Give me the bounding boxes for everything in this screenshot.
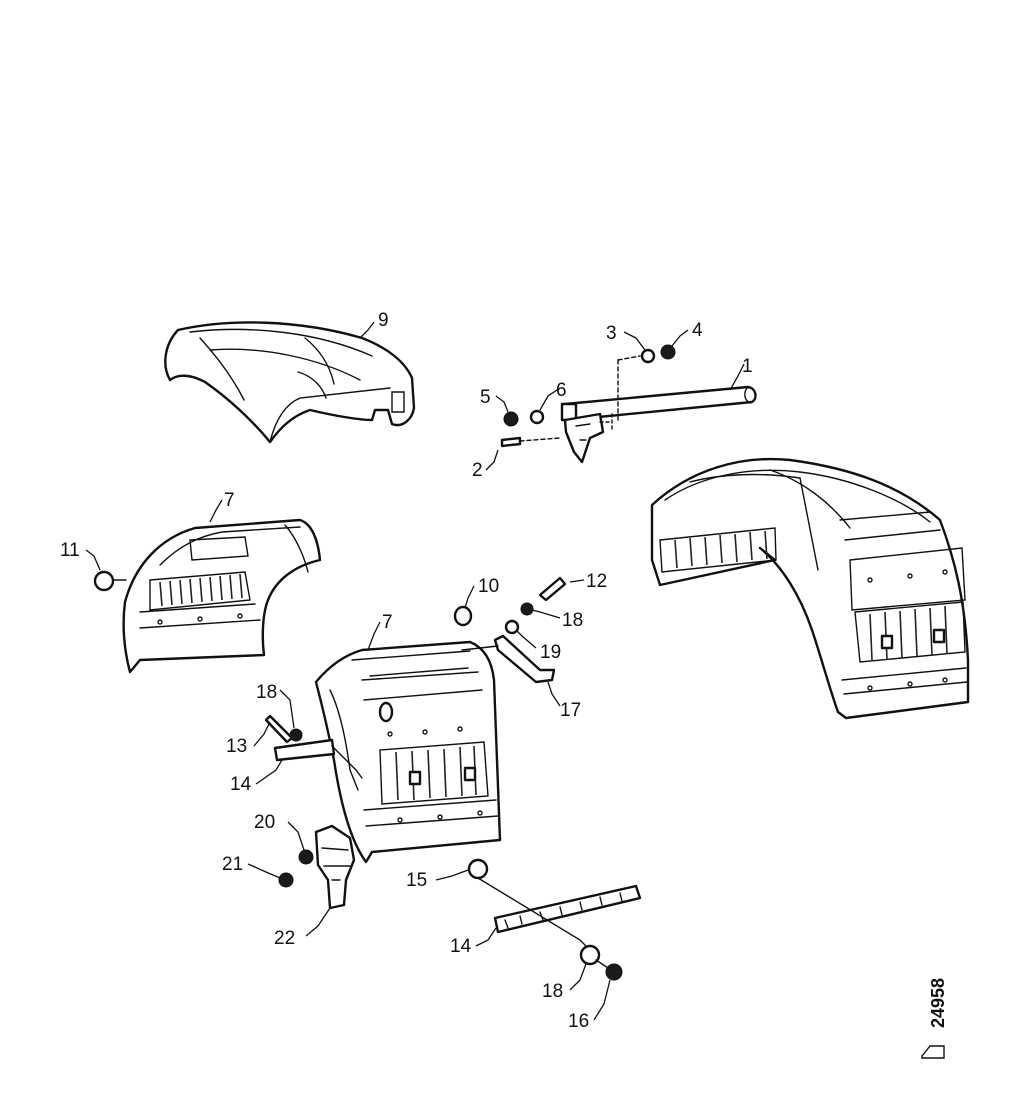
washer-6: [529, 409, 545, 425]
strip-14-upper: [273, 738, 336, 762]
callout-14-lower: 14: [450, 936, 472, 957]
reference-number: 24958: [928, 978, 948, 1028]
part-7-left-fender-section: [122, 518, 322, 674]
callout-11: 11: [60, 540, 80, 561]
callout-18-lower: 18: [542, 981, 563, 1002]
reference-corner-icon: [921, 1045, 945, 1059]
nut-5: [503, 411, 519, 427]
hardware-near-support: [500, 344, 676, 448]
callout-14-upper: 14: [230, 774, 252, 795]
washer-18-lower: [579, 944, 601, 966]
grommet-15: [467, 858, 489, 880]
callout-7-left: 7: [224, 490, 235, 511]
callout-19: 19: [540, 642, 561, 663]
part-1-support-bar: [560, 355, 757, 464]
callout-15: 15: [406, 870, 427, 891]
callout-16: 16: [568, 1011, 589, 1032]
callout-6: 6: [556, 380, 567, 401]
washer-19: [504, 619, 520, 635]
callout-7-center: 7: [382, 612, 393, 633]
nut-4: [660, 344, 676, 360]
bracket-17: [493, 634, 556, 684]
callout-5: 5: [480, 387, 491, 408]
washer-20: [298, 849, 314, 865]
callout-18-left: 18: [256, 682, 277, 703]
part-9-fender-cap: [164, 321, 416, 444]
bracket-22: [314, 824, 356, 910]
washer-3: [640, 348, 656, 364]
callout-2: 2: [472, 460, 483, 481]
hardware-centre-lower: [467, 858, 642, 981]
reference-block: 24958: [921, 978, 948, 1059]
bolt-12: [538, 576, 567, 602]
callout-4: 4: [692, 320, 703, 341]
plug-10: [453, 605, 473, 627]
washer-18-top: [520, 602, 534, 616]
nut-21: [278, 872, 294, 888]
callout-9: 9: [378, 310, 389, 331]
callout-1: 1: [742, 356, 753, 377]
assembled-rear-fender: [650, 457, 970, 720]
callout-21: 21: [222, 854, 243, 875]
callout-12: 12: [586, 571, 607, 592]
strip-14-lower: [493, 884, 642, 934]
part-7-center-fender-section: [314, 640, 502, 864]
nut-16: [605, 963, 623, 981]
hardware-left-lower: [264, 714, 363, 910]
grommet-11: [93, 570, 127, 592]
callout-10: 10: [478, 576, 499, 597]
bolt-13: [264, 714, 294, 744]
callout-17: 17: [560, 700, 581, 721]
washer-18-left: [289, 728, 303, 742]
callout-22: 22: [274, 928, 295, 949]
bolt-2: [500, 436, 522, 448]
callout-labels: 1 2 3 4 5 6 7 7 9 10 11 12 13 14 14 15 1…: [60, 310, 753, 1032]
callout-20: 20: [254, 812, 275, 833]
leader-lines: [85, 321, 745, 1021]
callout-3: 3: [606, 323, 617, 344]
callout-18-right: 18: [562, 610, 583, 631]
callout-13: 13: [226, 736, 247, 757]
hardware-bracket-cluster: [453, 576, 567, 684]
